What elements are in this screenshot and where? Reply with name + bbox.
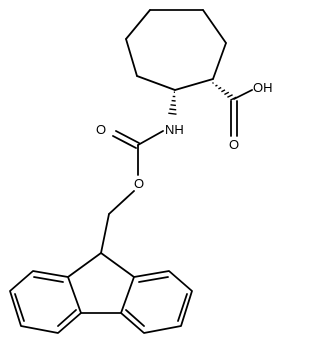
ring-bond	[125, 9, 151, 40]
left-benzene-ring	[9, 270, 82, 334]
carbamate-oxygen-label: O	[96, 122, 106, 137]
hydroxyl-label: OH	[253, 80, 273, 95]
ring-bond	[212, 42, 227, 80]
cycloheptane-ring	[125, 9, 227, 91]
wedge-dash	[218, 86, 222, 90]
c-o-double-bond	[112, 135, 137, 149]
fluorene-bond	[67, 252, 102, 278]
ring-bond	[202, 9, 227, 44]
molecule-structure: OH O NH O O	[9, 9, 273, 334]
wedge-dash	[212, 82, 214, 84]
wedge-dash	[168, 112, 177, 115]
carboxylic-acid-group: OH O	[229, 80, 273, 152]
wedge-dash	[227, 94, 233, 98]
fluorenyl-group	[9, 252, 193, 334]
ch2-c9-bond	[100, 213, 110, 254]
hashed-wedge-bond-acid	[212, 82, 237, 101]
aromatic-double-bond	[138, 276, 169, 283]
hashed-wedge-bond-amine	[168, 91, 177, 115]
c-oh-bond	[233, 89, 253, 100]
wedge-dash	[224, 91, 230, 96]
fluorene-bond	[100, 252, 135, 278]
n-c-bond	[137, 130, 164, 146]
aromatic-double-bond	[125, 309, 145, 327]
ester-oxygen-label: O	[134, 176, 144, 191]
wedge-dash	[215, 84, 218, 87]
wedge-dash	[170, 104, 176, 107]
carbamate-group: O O	[96, 122, 164, 254]
c-o-double-bond	[115, 130, 140, 144]
wedge-dash	[169, 108, 177, 111]
o-ch2-bond	[108, 190, 135, 215]
ring-bond	[174, 78, 214, 91]
aromatic-double-bond	[57, 309, 77, 327]
aromatic-double-bond	[33, 276, 64, 283]
ring-bond	[125, 38, 138, 77]
ring-bond	[136, 75, 176, 91]
amine-label: NH	[165, 122, 184, 137]
aromatic-double-bond	[14, 293, 25, 322]
right-benzene-ring	[120, 270, 193, 334]
wedge-dash	[221, 89, 226, 93]
aromatic-double-bond	[177, 293, 188, 322]
acid-oxygen-label: O	[229, 137, 239, 152]
